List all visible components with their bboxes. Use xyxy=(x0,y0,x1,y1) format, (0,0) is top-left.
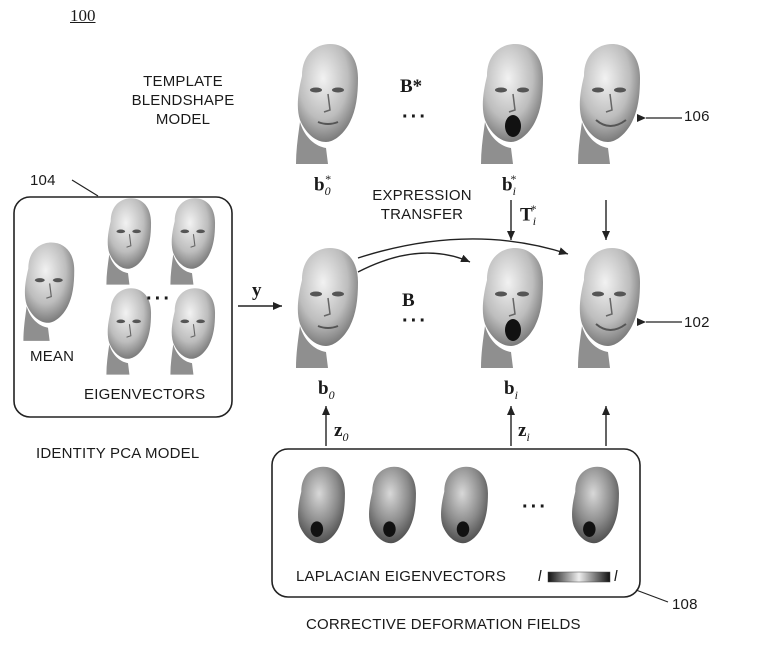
ref-106: 106 xyxy=(684,108,710,125)
figure-number: 100 xyxy=(70,6,96,26)
leader-108 xyxy=(636,590,668,602)
y-symbol: y xyxy=(252,280,262,302)
face-corrective-2-image xyxy=(369,467,416,543)
template-title-line-2: BLENDSHAPE xyxy=(128,91,238,110)
zi-symbol: zi xyxy=(518,420,530,445)
laplacian-eigenvectors-label: LAPLACIAN EIGENVECTORS xyxy=(296,568,506,585)
b0-symbol: b0 xyxy=(318,378,335,403)
arrow-b0-bi xyxy=(358,253,470,272)
leader-104 xyxy=(72,180,98,196)
template-title-line-3: MODEL xyxy=(128,110,238,129)
face-bi-image xyxy=(481,248,543,368)
ref-102: 102 xyxy=(684,314,710,331)
expression-transfer-label: EXPRESSION TRANSFER xyxy=(362,186,482,224)
corrective-caption: CORRECTIVE DEFORMATION FIELDS xyxy=(306,616,581,633)
template-b0-symbol: b0* xyxy=(314,172,331,199)
face-b-smile-image xyxy=(578,248,640,368)
transfer-symbol: Ti* xyxy=(520,202,536,229)
ref-108: 108 xyxy=(672,596,698,613)
face-corrective-1-image xyxy=(298,467,345,543)
template-title: TEMPLATE BLENDSHAPE MODEL xyxy=(128,72,238,129)
face-b0-image xyxy=(296,248,358,368)
face-template-b0-image xyxy=(296,44,358,164)
eigen-ellipsis: ··· xyxy=(146,288,172,311)
face-eigen-1-image xyxy=(106,198,151,284)
template-title-line-1: TEMPLATE xyxy=(128,72,238,91)
identity-pca-caption: IDENTITY PCA MODEL xyxy=(36,445,199,462)
template-bi-symbol: bi* xyxy=(502,172,516,199)
arrow-b0-bsmile xyxy=(358,239,568,258)
face-eigen-4-image xyxy=(170,288,215,374)
face-corrective-4-image xyxy=(572,467,619,543)
blendshape-symbol: B xyxy=(402,290,415,312)
corrective-ellipsis: ··· xyxy=(522,496,548,519)
mean-label: MEAN xyxy=(30,348,74,365)
colorbar-left-label: l xyxy=(538,568,542,585)
face-mean-image xyxy=(23,242,74,340)
face-template-bi-image xyxy=(481,44,543,164)
face-eigen-3-image xyxy=(106,288,151,374)
eigenvectors-label: EIGENVECTORS xyxy=(84,386,205,403)
z0-symbol: z0 xyxy=(334,420,348,445)
colorbar-right-label: l xyxy=(614,568,618,585)
face-corrective-3-image xyxy=(441,467,488,543)
ref-104: 104 xyxy=(30,172,56,189)
colorbar xyxy=(548,572,610,582)
expression-transfer-line-1: EXPRESSION xyxy=(362,186,482,205)
bi-symbol: bi xyxy=(504,378,518,403)
expression-transfer-line-2: TRANSFER xyxy=(362,205,482,224)
template-symbol: B* xyxy=(400,76,422,98)
face-eigen-2-image xyxy=(170,198,215,284)
face-template-smile-image xyxy=(578,44,640,164)
blendshape-ellipsis: ··· xyxy=(402,310,428,333)
template-ellipsis: ··· xyxy=(402,106,428,129)
